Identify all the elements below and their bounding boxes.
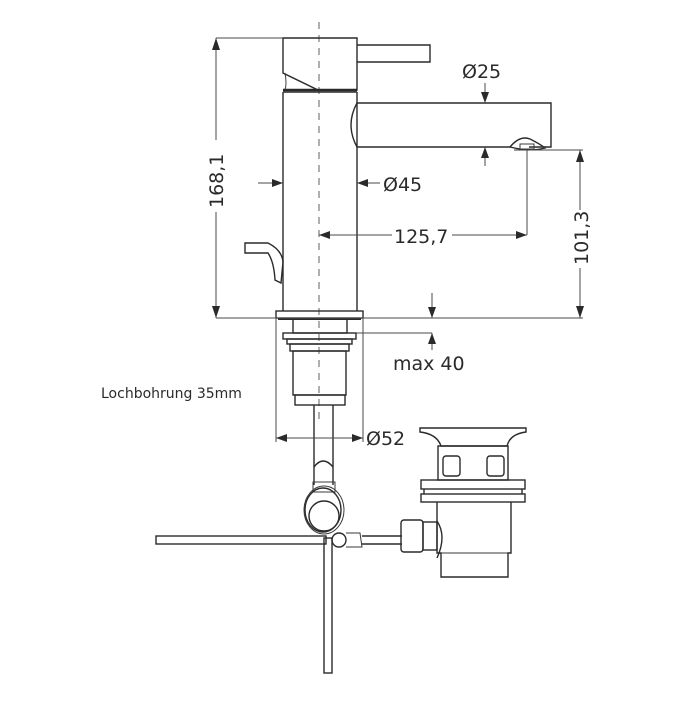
dimension-body-diameter: Ø45	[258, 174, 422, 196]
pop-up-lever	[244, 242, 284, 285]
aerator	[508, 137, 547, 151]
body-diameter-label: Ø45	[383, 174, 422, 196]
threaded-shank	[282, 318, 357, 406]
dimension-flange-diameter: Ø52	[275, 318, 405, 450]
spout-height-label: 101,3	[571, 211, 593, 265]
dimension-spout-height: 101,3	[530, 149, 593, 318]
max-deck-label: max 40	[393, 353, 465, 375]
supply-hose	[303, 405, 345, 535]
mixer-lever	[282, 37, 431, 92]
dimension-spout-diameter: Ø25	[462, 61, 501, 166]
flange-diameter-label: Ø52	[366, 428, 405, 450]
spout-reach-label: 125,7	[394, 226, 448, 248]
spout-diameter-label: Ø25	[462, 61, 501, 83]
drain-linkage	[155, 532, 402, 674]
dimension-max-deck: max 40	[356, 293, 465, 375]
pop-up-waste-valve	[400, 427, 527, 578]
faucet-body	[282, 91, 358, 311]
dimension-spout-reach: 125,7	[319, 150, 528, 248]
hole-size-note: Lochbohrung 35mm	[101, 386, 242, 402]
spout	[350, 102, 552, 148]
dimension-total-height: 168,1	[206, 37, 283, 318]
total-height-label: 168,1	[206, 154, 228, 208]
